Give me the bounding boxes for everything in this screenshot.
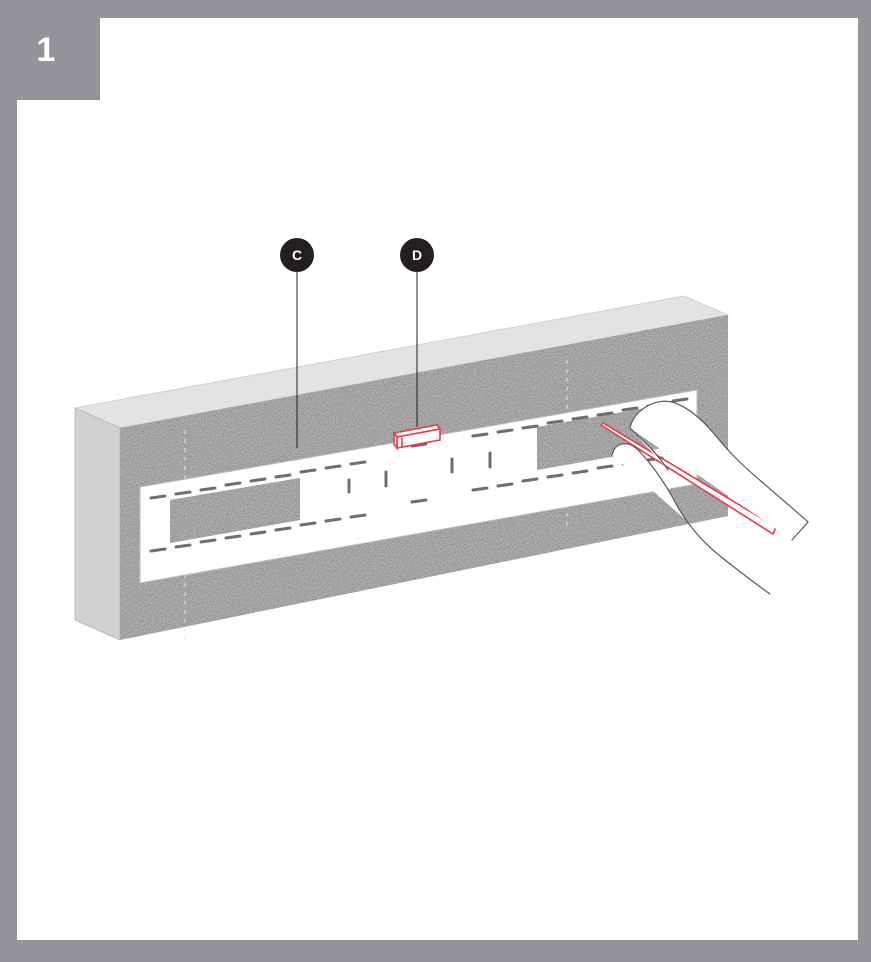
callout-c: C (280, 238, 314, 448)
hand (611, 400, 809, 595)
plate-slots-vertical (347, 442, 492, 504)
callout-d: D (400, 238, 434, 427)
step-number-badge: 1 (0, 0, 100, 100)
callout-d-circle (400, 238, 434, 272)
callout-c-label: C (292, 247, 302, 263)
callout-d-label: D (412, 247, 422, 263)
spirit-level (392, 424, 442, 451)
wall-side-face (74, 407, 121, 641)
callout-c-circle (280, 238, 314, 272)
hand-with-pencil (600, 400, 809, 595)
step-number: 1 (36, 30, 56, 69)
plate-cutout-left-texture (170, 478, 300, 543)
